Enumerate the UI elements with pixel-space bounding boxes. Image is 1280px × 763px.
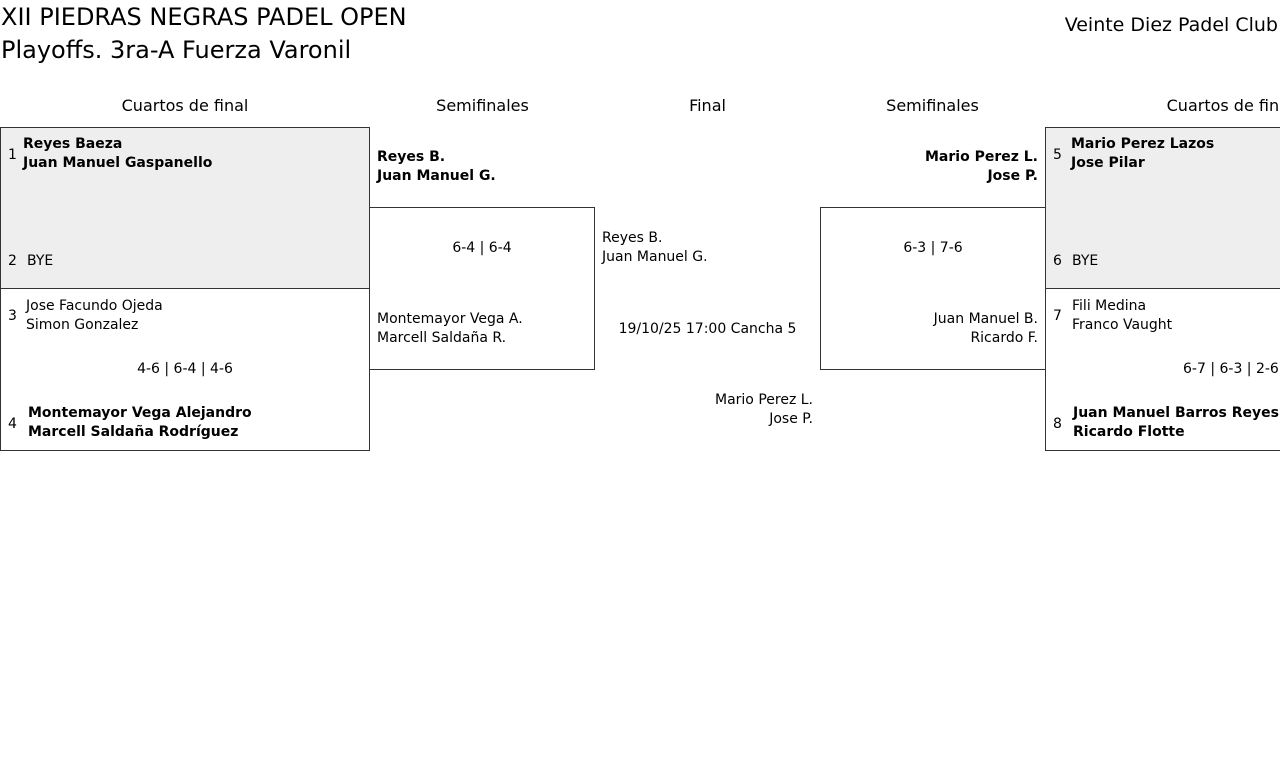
player-name: Reyes B. [377,149,446,165]
sf-left-team-b: Montemayor Vega A. Marcell Saldaña R. [377,310,523,348]
seed-number: 7 [1053,308,1062,324]
team-entry-winner: Juan Manuel Barros Reyes Ricardo Flotte [1073,404,1279,442]
seed-number: 3 [8,308,17,324]
final-team-b: Mario Perez L. Jose P. [715,391,813,429]
player-name: Juan Manuel G. [377,168,496,184]
player-name: Jose Facundo Ojeda [26,298,163,314]
player-name: Mario Perez L. [925,149,1038,165]
final-schedule: 19/10/25 17:00 Cancha 5 [618,321,797,337]
match-sf-right[interactable]: 6-3 | 7-6 Juan Manuel B. Ricardo F. [820,207,1046,370]
round-header-qf-right: Cuartos de final [1166,96,1280,115]
player-name: Reyes Baeza [23,136,123,152]
seed-number: 2 [8,253,17,269]
match-sf-left[interactable]: 6-4 | 6-4 Montemayor Vega A. Marcell Sal… [369,207,595,370]
player-name: Montemayor Vega Alejandro [28,405,252,421]
match-score: 6-3 | 7-6 [903,240,963,256]
player-name: Fili Medina [1072,298,1147,314]
page-title: XII PIEDRAS NEGRAS PADEL OPEN Playoffs. … [1,1,407,67]
match-qf-left-2[interactable]: 3 Jose Facundo Ojeda Simon Gonzalez 4-6 … [0,288,370,451]
player-name: Juan Manuel Gaspanello [23,155,213,171]
bye-label: BYE [1072,253,1099,269]
player-name: Marcell Saldaña R. [377,330,507,346]
team-entry-winner: Montemayor Vega Alejandro Marcell Saldañ… [28,404,252,442]
player-name: Juan Manuel G. [602,249,708,265]
player-name: Simon Gonzalez [26,317,139,333]
match-qf-right-2[interactable]: 7 Fili Medina Franco Vaught 6-7 | 6-3 | … [1045,288,1280,451]
round-header-sf-right: Semifinales [886,96,979,115]
club-name: Veinte Diez Padel Club [1064,14,1278,36]
final-team-a: Reyes B. Juan Manuel G. [602,229,708,267]
sf-right-team-a: Mario Perez L. Jose P. [925,148,1038,186]
team-entry: Reyes Baeza Juan Manuel Gaspanello [23,135,212,173]
round-header-qf-left: Cuartos de final [121,96,249,115]
player-name: Jose Pilar [1071,155,1145,171]
match-score: 4-6 | 6-4 | 4-6 [137,361,233,377]
player-name: Marcell Saldaña Rodríguez [28,424,239,440]
sf-right-team-b: Juan Manuel B. Ricardo F. [934,310,1038,348]
player-name: Montemayor Vega A. [377,311,523,327]
category-title: Playoffs. 3ra-A Fuerza Varonil [1,36,352,64]
player-name: Reyes B. [602,230,663,246]
match-qf-right-1[interactable]: 5 Mario Perez Lazos Jose Pilar 6 BYE [1045,127,1280,289]
player-name: Mario Perez Lazos [1071,136,1215,152]
seed-number: 6 [1053,253,1062,269]
player-name: Mario Perez L. [715,392,813,408]
match-score: 6-7 | 6-3 | 2-6 [1183,361,1279,377]
seed-number: 8 [1053,416,1062,432]
player-name: Jose P. [769,411,813,427]
round-header-final: Final [689,96,726,115]
player-name: Jose P. [987,168,1038,184]
seed-number: 4 [8,416,17,432]
player-name: Ricardo F. [970,330,1038,346]
match-score: 6-4 | 6-4 [452,240,512,256]
player-name: Juan Manuel Barros Reyes [1073,405,1279,421]
team-entry: Fili Medina Franco Vaught [1072,297,1172,335]
player-name: Juan Manuel B. [933,311,1038,327]
player-name: Ricardo Flotte [1073,424,1185,440]
round-header-sf-left: Semifinales [436,96,529,115]
bye-label: BYE [27,253,54,269]
player-name: Franco Vaught [1072,317,1173,333]
seed-number: 1 [8,147,17,163]
match-qf-left-1[interactable]: 1 Reyes Baeza Juan Manuel Gaspanello 2 B… [0,127,370,289]
sf-left-team-a: Reyes B. Juan Manuel G. [377,148,496,186]
team-entry: Mario Perez Lazos Jose Pilar [1071,135,1214,173]
team-entry: Jose Facundo Ojeda Simon Gonzalez [26,297,163,335]
seed-number: 5 [1053,147,1062,163]
tournament-title: XII PIEDRAS NEGRAS PADEL OPEN [1,3,407,31]
